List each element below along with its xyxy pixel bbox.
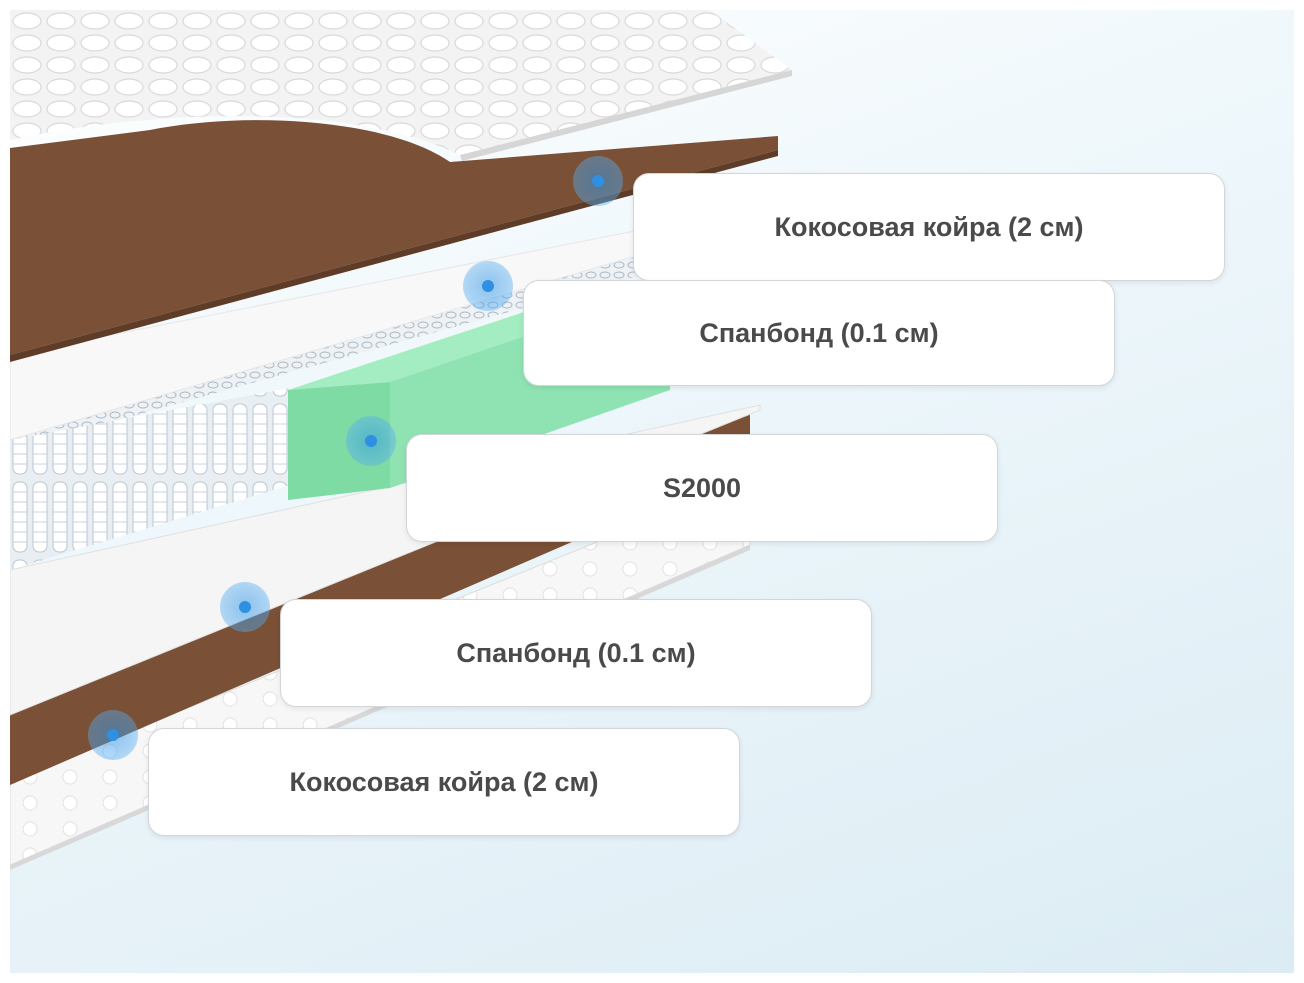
layer-marker-spunbond-bottom[interactable] (220, 582, 270, 632)
label-text: Спанбонд (0.1 см) (456, 638, 695, 669)
label-text: Кокосовая койра (2 см) (774, 212, 1083, 243)
layer-marker-spring-block[interactable] (346, 416, 396, 466)
marker-dot (592, 175, 604, 187)
marker-dot (107, 729, 119, 741)
layer-marker-coconut-bottom[interactable] (88, 710, 138, 760)
label-spring-block: S2000 (406, 434, 998, 542)
mattress-layers-diagram: Кокосовая койра (2 см) Спанбонд (0.1 см)… (10, 10, 1294, 973)
label-coconut-top: Кокосовая койра (2 см) (633, 173, 1225, 281)
marker-dot (365, 435, 377, 447)
label-spunbond-bottom: Спанбонд (0.1 см) (280, 599, 872, 707)
marker-dot (239, 601, 251, 613)
label-spunbond-top: Спанбонд (0.1 см) (523, 280, 1115, 386)
marker-dot (482, 280, 494, 292)
layer-marker-coconut-top[interactable] (573, 156, 623, 206)
label-text: Кокосовая койра (2 см) (289, 767, 598, 798)
label-text: Спанбонд (0.1 см) (699, 318, 938, 349)
label-text: S2000 (663, 473, 741, 504)
layer-marker-spunbond-top[interactable] (463, 261, 513, 311)
label-coconut-bottom: Кокосовая койра (2 см) (148, 728, 740, 836)
